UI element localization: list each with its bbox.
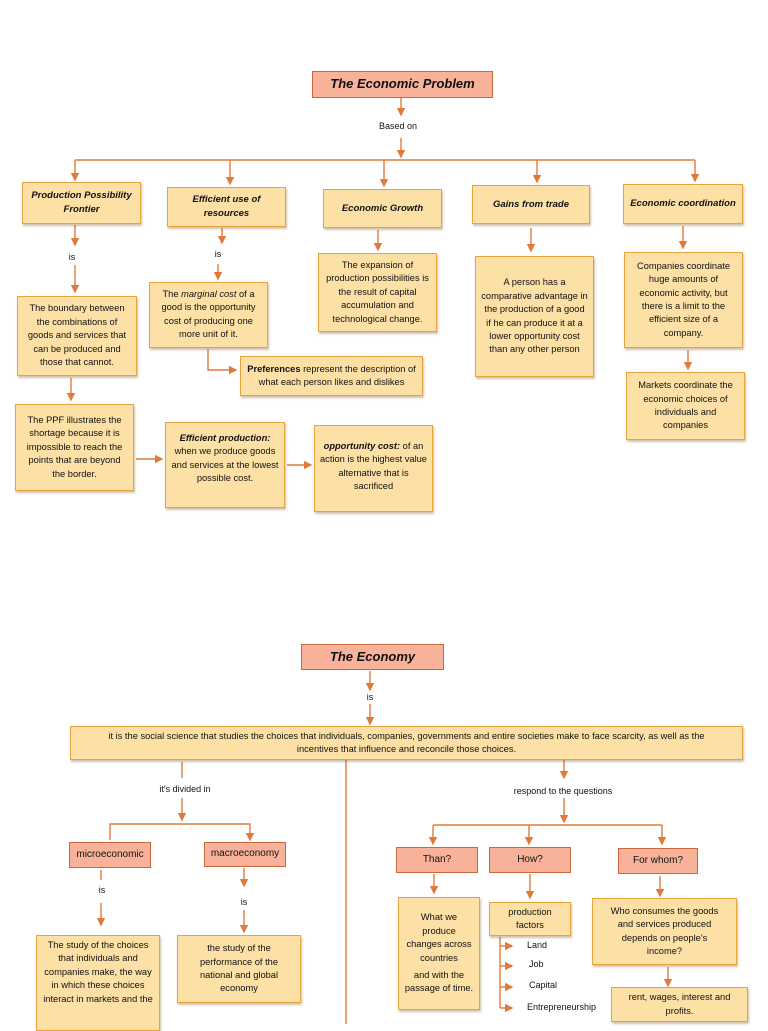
- opportunity-cost-term: opportunity cost:: [323, 441, 401, 451]
- marginal-cost-box: The marginal cost of a good is the oppor…: [149, 282, 268, 348]
- node-how: How?: [489, 847, 571, 873]
- trade-definition: A person has a comparative advantage in …: [475, 256, 594, 377]
- node-macroeconomy: macroeconomy: [204, 842, 286, 867]
- than-definition: What we produce changes across countries…: [398, 897, 480, 1010]
- coordination-definition: Companies coordinate huge amounts of eco…: [624, 252, 743, 348]
- node-economic-coordination: Economic coordination: [623, 184, 743, 224]
- preferences-box: Preferences represent the description of…: [240, 356, 423, 396]
- divided-in-label: it's divided in: [159, 784, 211, 794]
- ppf-shortage: The PPF illustrates the shortage because…: [15, 404, 134, 491]
- is-label-efficient: is: [214, 249, 222, 259]
- factor-capital: Capital: [529, 980, 558, 990]
- efficient-production-post: when we produce goods and services at th…: [171, 446, 279, 484]
- than-definition-1: What we produce changes across countries: [406, 912, 472, 963]
- node-ppf: Production Possibility Frontier: [22, 182, 141, 224]
- than-definition-2: and with the passage of time.: [404, 969, 474, 994]
- node-efficient-use: Efficient use of resources: [167, 187, 286, 227]
- efficient-production-box: Efficient production: when we produce go…: [165, 422, 285, 508]
- economy-title: The Economy: [301, 644, 444, 670]
- income-box: rent, wages, interest and profits.: [611, 987, 748, 1022]
- node-gains-from-trade: Gains from trade: [472, 185, 590, 224]
- is-label-economy: is: [366, 692, 374, 702]
- respond-label: respond to the questions: [513, 786, 613, 796]
- node-economic-growth: Economic Growth: [323, 189, 442, 228]
- marginal-term: marginal cost: [181, 289, 237, 299]
- marginal-pre: The: [162, 289, 182, 299]
- is-label-ppf: is: [68, 252, 76, 262]
- based-on-label: Based on: [378, 121, 418, 131]
- preferences-term: Preferences: [247, 364, 301, 374]
- for-whom-definition: Who consumes the goods and services prod…: [592, 898, 737, 965]
- production-factors: production factors: [489, 902, 571, 936]
- growth-definition: The expansion of production possibilitie…: [318, 253, 437, 332]
- efficient-production-term: Efficient production:: [179, 433, 271, 443]
- opportunity-cost-post: of an action is the highest value altern…: [320, 441, 427, 492]
- factor-job: Job: [529, 959, 544, 969]
- micro-definition: The study of the choices that individual…: [36, 935, 160, 1031]
- marginal-post: of a good is the opportunity cost of pro…: [161, 289, 256, 340]
- factor-land: Land: [527, 940, 548, 950]
- is-label-micro: is: [98, 885, 106, 895]
- opportunity-cost-box: opportunity cost: of an action is the hi…: [314, 425, 433, 512]
- node-than: Than?: [396, 847, 478, 873]
- ppf-definition: The boundary between the combinations of…: [17, 296, 137, 376]
- economic-problem-title: The Economic Problem: [312, 71, 493, 98]
- preferences-post: represent the description of what each p…: [258, 364, 416, 388]
- node-for-whom: For whom?: [618, 848, 698, 874]
- macro-definition: the study of the performance of the nati…: [177, 935, 301, 1003]
- economy-definition: it is the social science that studies th…: [70, 726, 743, 760]
- factor-entrepreneurship: Entrepreneurship: [527, 1002, 597, 1012]
- node-microeconomic: microeconomic: [69, 842, 151, 868]
- markets-definition: Markets coordinate the economic choices …: [626, 372, 745, 440]
- is-label-macro: is: [240, 897, 248, 907]
